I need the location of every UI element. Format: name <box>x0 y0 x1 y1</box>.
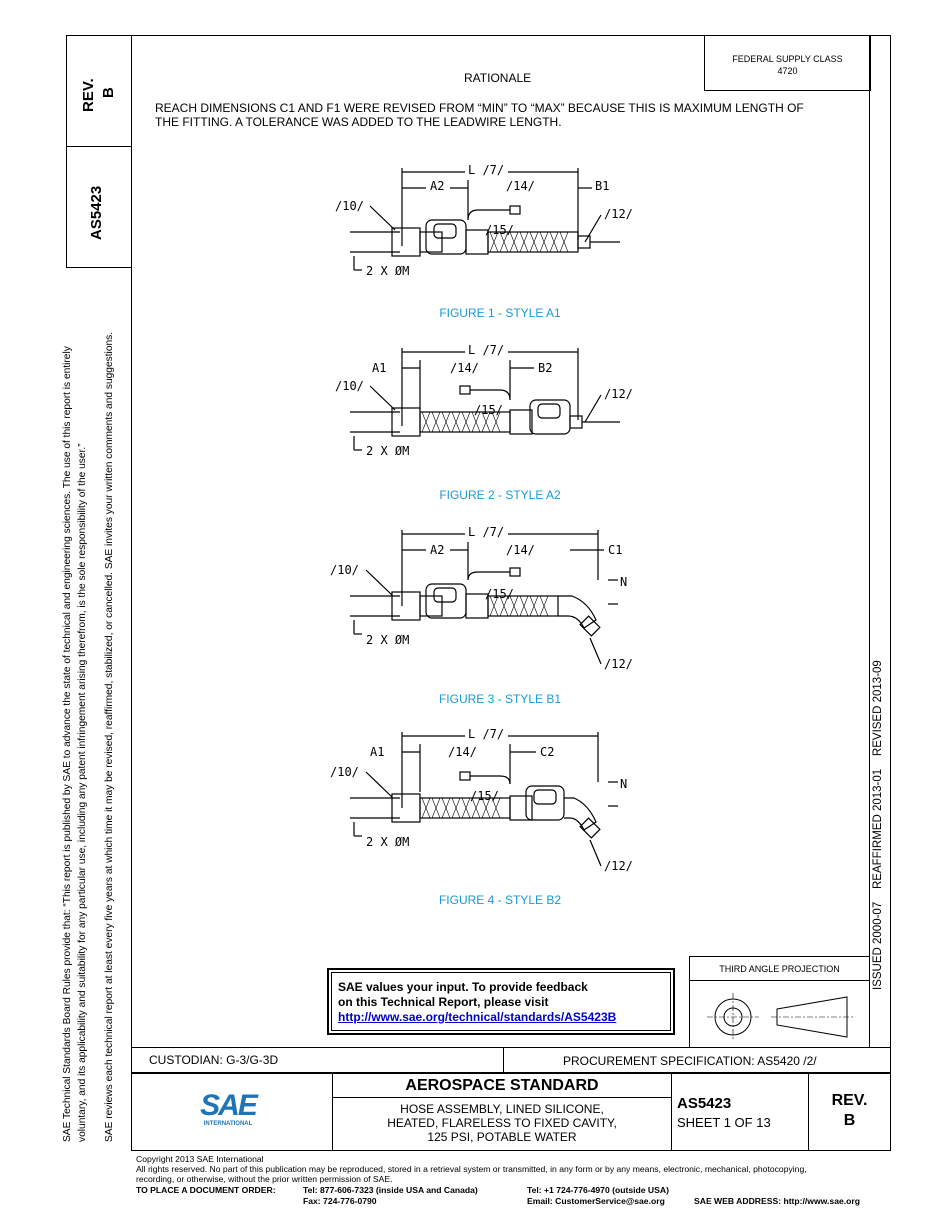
fig2-fitting-l: /10/ <box>335 379 364 393</box>
custodian: CUSTODIAN: G-3/G-3D <box>149 1053 279 1067</box>
procurement-spec: PROCUREMENT SPECIFICATION: AS5420 /2/ <box>563 1054 817 1068</box>
fig1-diameter: 2 X ØM <box>366 264 409 278</box>
fig2-fitting-r: /12/ <box>604 387 633 401</box>
sidebar-notice-2: voluntary, and its applicability and sui… <box>77 443 88 1142</box>
fig1-fitting-r: /12/ <box>604 207 633 221</box>
fig3-heater: /15/ <box>485 587 514 601</box>
footer-rights-1: All rights reserved. No part of this pub… <box>136 1164 807 1174</box>
footer-web[interactable]: SAE WEB ADDRESS: http://www.sae.org <box>694 1196 860 1206</box>
fig3-left-dim: A2 <box>430 543 444 557</box>
sae-logo: SAE INTERNATIONAL <box>196 1089 260 1128</box>
fig2-heater: /15/ <box>474 403 503 417</box>
fig4-diameter: 2 X ØM <box>366 835 409 849</box>
fig4-lead: /14/ <box>448 745 477 759</box>
fig1-fitting-l: /10/ <box>335 199 364 213</box>
feedback-line-2: on this Technical Report, please visit <box>338 995 549 1009</box>
title-divider-1 <box>332 1073 333 1151</box>
projection-label: THIRD ANGLE PROJECTION <box>719 964 840 974</box>
title-divider-3 <box>808 1073 809 1151</box>
sidebar-rev-box <box>66 35 132 147</box>
footer-tel-intl: Tel: +1 724-776-4970 (outside USA) <box>527 1185 669 1195</box>
footer-copyright: Copyright 2013 SAE International <box>136 1154 264 1164</box>
sidebar-notice-3: SAE reviews each technical report at lea… <box>104 331 115 1142</box>
fig3-lead: /14/ <box>506 543 535 557</box>
figure-2-caption: FIGURE 2 - STYLE A2 <box>439 488 561 502</box>
title-line-3: 125 PSI, POTABLE WATER <box>427 1130 577 1144</box>
title-doc-number: AS5423 <box>677 1095 732 1112</box>
feedback-line-1: SAE values your input. To provide feedba… <box>338 980 588 994</box>
feedback-box: SAE values your input. To provide feedba… <box>327 968 675 1035</box>
fig2-right-dim: B2 <box>538 361 552 375</box>
projection-divider <box>689 980 870 981</box>
fig3-angle: N <box>620 575 627 589</box>
main-frame <box>131 35 891 1073</box>
fig1-length: L /7/ <box>468 163 504 177</box>
figure-1-drawing: L /7/ A2 /14/ B1 /10/ /12/ /15/ 2 X ØM <box>335 163 633 278</box>
fig3-fitting-r: /12/ <box>604 657 633 671</box>
footer-order-label: TO PLACE A DOCUMENT ORDER: <box>136 1185 276 1195</box>
title-rev-value: B <box>843 1112 856 1129</box>
title-line-1: HOSE ASSEMBLY, LINED SILICONE, <box>400 1102 604 1116</box>
figure-3-caption: FIGURE 3 - STYLE B1 <box>438 692 562 706</box>
fig1-left-dim: A2 <box>430 179 444 193</box>
fig2-diameter: 2 X ØM <box>366 444 409 458</box>
figure-2-drawing: L /7/ A1 /14/ B2 /10/ /12/ /15/ 2 X ØM <box>335 343 633 458</box>
rationale-title: RATIONALE <box>464 71 532 85</box>
sidebar-notice-1: SAE Technical Standards Board Rules prov… <box>62 346 73 1142</box>
title-divider-2 <box>671 1073 672 1151</box>
figure-4-drawing: L /7/ A1 /14/ C2 /10/ N /12/ /15/ 2 X ØM <box>330 727 633 873</box>
rationale-text-1: REACH DIMENSIONS C1 AND F1 WERE REVISED … <box>155 101 804 115</box>
figure-1-caption: FIGURE 1 - STYLE A1 <box>439 306 561 320</box>
footer-rights-2: recording, or otherwise, without the pri… <box>136 1174 393 1184</box>
fig2-lead: /14/ <box>450 361 479 375</box>
projection-symbol <box>707 993 855 1041</box>
fig4-heater: /15/ <box>470 789 499 803</box>
footer-email: Email: CustomerService@sae.org <box>527 1196 665 1206</box>
fig4-length: L /7/ <box>468 727 504 741</box>
fig4-fitting-r: /12/ <box>604 859 633 873</box>
title-block <box>131 1073 891 1151</box>
federal-supply-label: FEDERAL SUPPLY CLASS <box>732 54 843 64</box>
sidebar-rev-value: B <box>100 87 117 98</box>
fig1-lead: /14/ <box>506 179 535 193</box>
fig4-angle: N <box>620 777 627 791</box>
fig1-right-dim: B1 <box>595 179 609 193</box>
fig3-length: L /7/ <box>468 525 504 539</box>
title-hline <box>332 1097 672 1098</box>
fig2-left-dim: A1 <box>372 361 386 375</box>
title-line-2: HEATED, FLARELESS TO FIXED CAVITY, <box>387 1116 617 1130</box>
figure-3-drawing: L /7/ A2 /14/ C1 /10/ N /12/ /15/ 2 X ØM <box>330 525 633 671</box>
title-rev-label: REV. <box>831 1092 868 1109</box>
right-margin-line <box>869 35 870 1047</box>
fig4-left-dim: A1 <box>370 745 384 759</box>
fig1-heater: /15/ <box>485 223 514 237</box>
sidebar-doc-number: AS5423 <box>88 185 105 240</box>
federal-supply-value: 4720 <box>777 66 798 76</box>
fig2-length: L /7/ <box>468 343 504 357</box>
sheet-number: SHEET 1 OF 13 <box>677 1115 771 1130</box>
rationale-text-2: THE FITTING. A TOLERANCE WAS ADDED TO TH… <box>155 115 562 129</box>
fig4-fitting-l: /10/ <box>330 765 359 779</box>
federal-supply-box <box>704 35 871 91</box>
footer-fax: Fax: 724-776-0790 <box>303 1196 377 1206</box>
sae-logo-text: SAE <box>200 1089 258 1122</box>
fig3-diameter: 2 X ØM <box>366 633 409 647</box>
figure-4-caption: FIGURE 4 - STYLE B2 <box>438 893 562 907</box>
fig3-right-dim: C1 <box>608 543 622 557</box>
fig4-right-dim: C2 <box>540 745 554 759</box>
issue-dates: ISSUED 2000-07 REAFFIRMED 2013-01 REVISE… <box>872 660 884 990</box>
sae-logo-sub: INTERNATIONAL <box>203 1121 253 1127</box>
standard-type: AEROSPACE STANDARD <box>405 1077 599 1094</box>
feedback-link[interactable]: http://www.sae.org/technical/standards/A… <box>338 1010 617 1024</box>
custodian-divider <box>503 1047 504 1074</box>
footer-tel-us: Tel: 877-606-7323 (inside USA and Canada… <box>303 1185 478 1195</box>
sidebar-rev-label: REV. <box>80 78 97 112</box>
fig3-fitting-l: /10/ <box>330 563 359 577</box>
